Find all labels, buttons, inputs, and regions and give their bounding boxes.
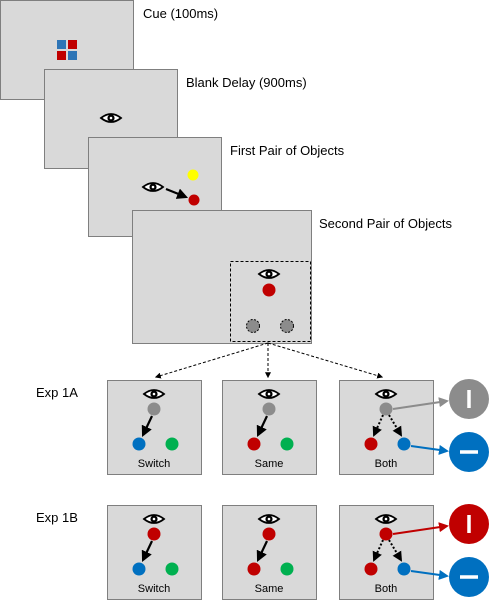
hidden-object <box>280 319 294 333</box>
left-object <box>247 562 261 576</box>
fixation-object <box>379 402 393 416</box>
fixation-object <box>147 527 161 541</box>
right-object <box>397 562 411 576</box>
second-pair-panel <box>132 210 312 344</box>
eye-icon <box>143 389 165 399</box>
experiment-label: Exp 1A <box>36 385 78 400</box>
eye-icon <box>258 389 280 399</box>
outcome-arrow <box>410 444 449 455</box>
left-object <box>247 437 261 451</box>
outcome-symbol <box>449 379 489 419</box>
condition-panel: Both <box>339 505 449 600</box>
eye-icon <box>375 514 397 524</box>
yellow-object <box>187 169 199 181</box>
eye-icon <box>375 389 397 399</box>
condition-label: Both <box>375 583 398 595</box>
eye-icon <box>143 514 165 524</box>
right-object <box>165 437 179 451</box>
red-object <box>188 194 200 206</box>
cue-square <box>57 51 66 60</box>
gaze-arrow <box>141 540 153 562</box>
condition-label: Same <box>255 458 284 470</box>
left-object <box>132 562 146 576</box>
gaze-arrow <box>256 540 268 562</box>
condition-panel: Same <box>222 380 317 475</box>
experiment-row: Exp 1A Switch Same Both <box>36 379 489 475</box>
eye-icon <box>258 269 280 279</box>
left-object <box>132 437 146 451</box>
experiment-label: Exp 1B <box>36 510 78 525</box>
gaze-arrow <box>256 415 268 437</box>
zoom-box <box>230 261 311 342</box>
outcome-arrow <box>392 397 449 410</box>
outcome-arrow <box>410 569 449 580</box>
outcome-arrow <box>392 522 449 535</box>
experiment-row: Exp 1B Switch Same Both <box>36 504 489 600</box>
condition-label: Same <box>255 583 284 595</box>
delay-label: Blank Delay (900ms) <box>186 75 307 90</box>
right-object <box>280 562 294 576</box>
cue-square <box>68 40 77 49</box>
second-pair-label: Second Pair of Objects <box>319 216 452 231</box>
cue-square <box>68 51 77 60</box>
red-object <box>262 283 276 297</box>
left-object <box>364 562 378 576</box>
fixation-object <box>147 402 161 416</box>
outcome-symbol <box>449 504 489 544</box>
condition-panel: Same <box>222 505 317 600</box>
right-object <box>397 437 411 451</box>
eye-icon <box>258 514 280 524</box>
cue-square <box>57 40 66 49</box>
left-object <box>364 437 378 451</box>
outcome-symbol <box>449 432 489 472</box>
fixation-object <box>379 527 393 541</box>
outcome-symbol <box>449 557 489 597</box>
first-pair-label: First Pair of Objects <box>230 143 345 158</box>
zoom-connectors <box>154 342 384 379</box>
condition-panel: Switch <box>107 505 202 600</box>
condition-panel: Both <box>339 380 449 475</box>
fixation-object <box>262 402 276 416</box>
condition-label: Switch <box>138 458 170 470</box>
condition-panel: Switch <box>107 380 202 475</box>
condition-label: Both <box>375 458 398 470</box>
right-object <box>280 437 294 451</box>
eye-icon <box>142 182 164 192</box>
fixation-object <box>262 527 276 541</box>
eye-icon <box>100 113 122 123</box>
condition-label: Switch <box>138 583 170 595</box>
gaze-arrow <box>165 187 189 199</box>
gaze-arrow <box>141 415 153 437</box>
cue-squares <box>57 40 77 60</box>
cue-label: Cue (100ms) <box>143 6 218 21</box>
right-object <box>165 562 179 576</box>
hidden-object <box>246 319 260 333</box>
